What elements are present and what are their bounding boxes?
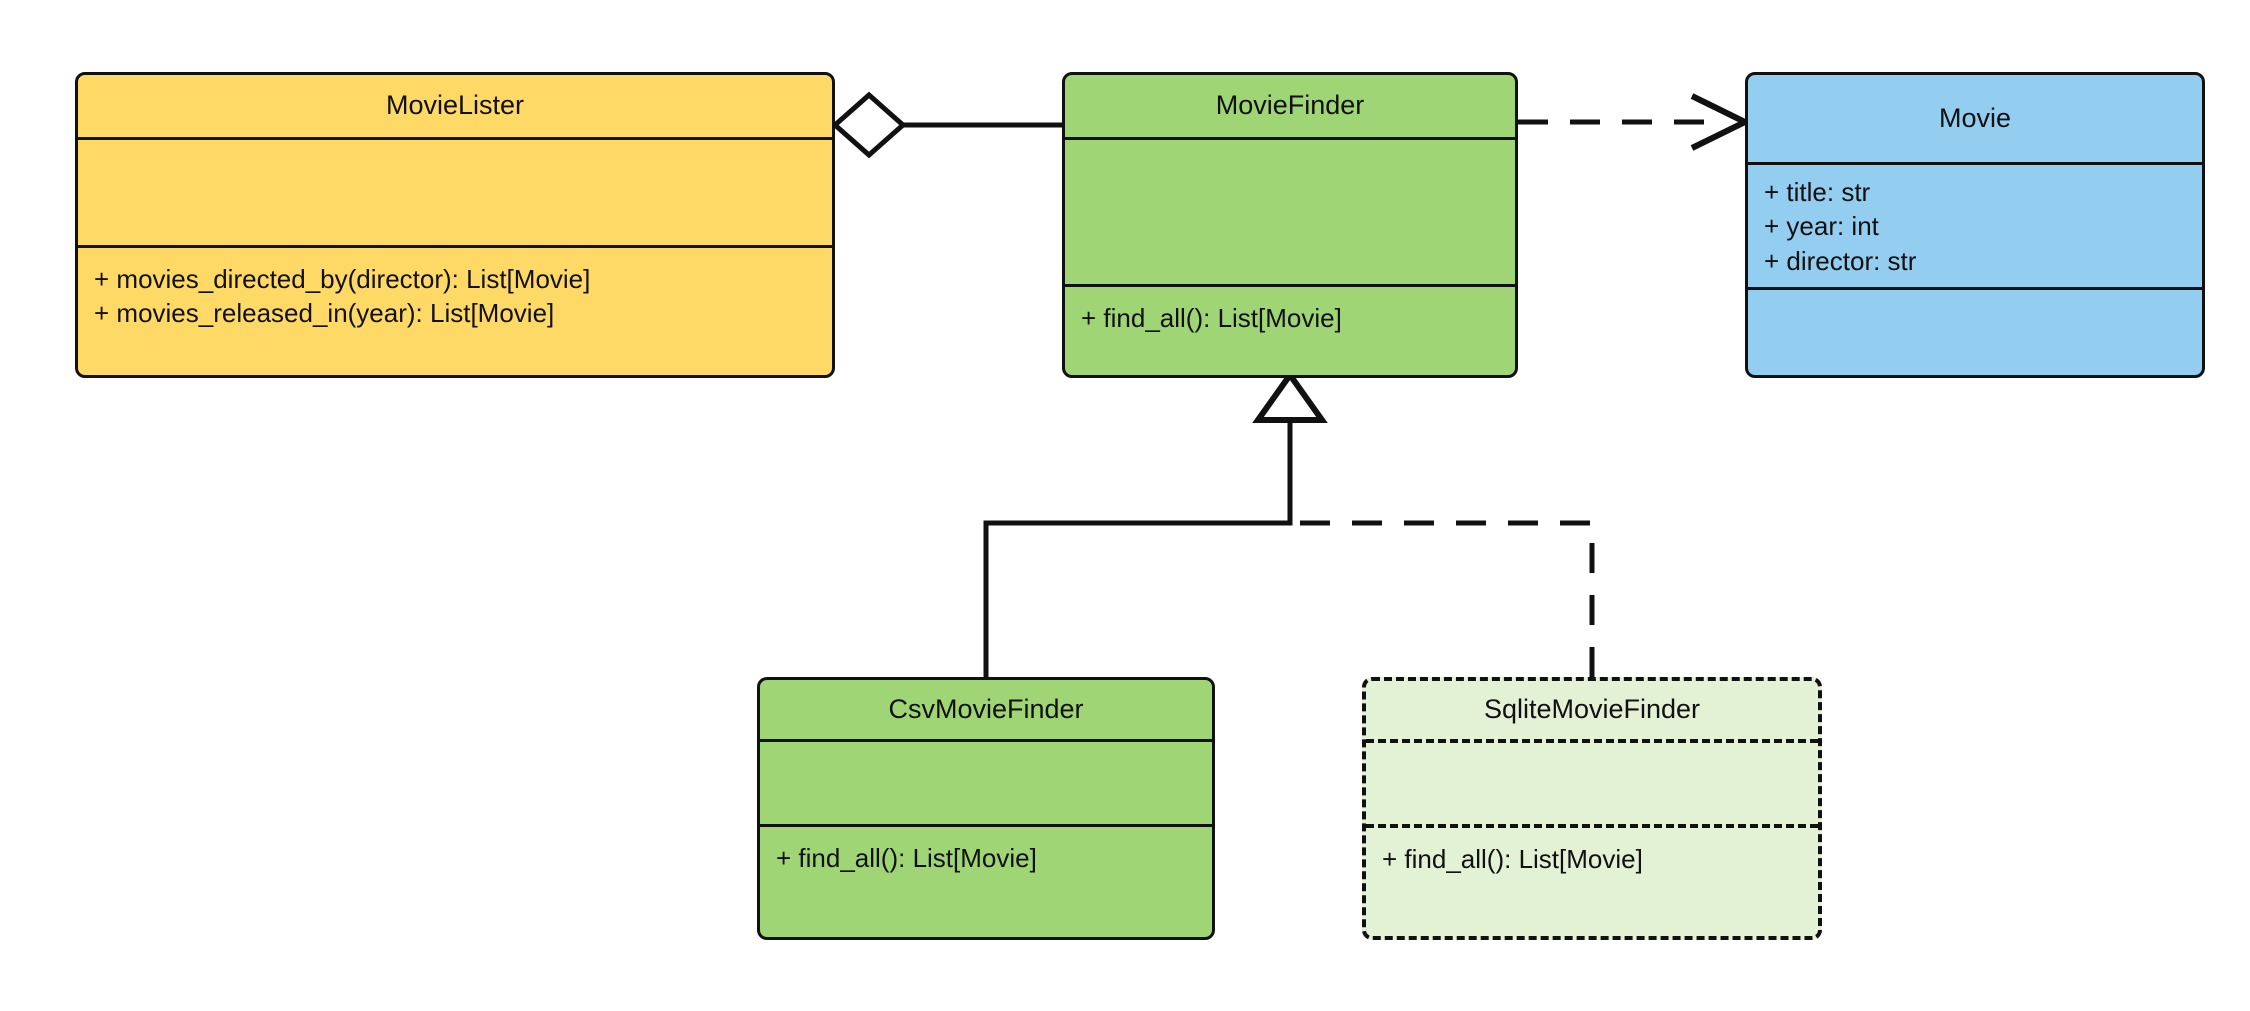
class-title-compartment: Movie [1748,75,2202,165]
class-name-label: SqliteMovieFinder [1483,694,1701,725]
class-title-compartment: MovieFinder [1065,75,1515,140]
class-methods-compartment: + find_all(): List[Movie] [1065,287,1515,375]
uml-class-csvmoviefinder[interactable]: CsvMovieFinder + find_all(): List[Movie] [757,677,1215,940]
relation-dependency-moviefinder-movie [1518,93,1752,151]
class-attribute: + title: str [1764,177,1871,207]
class-methods-compartment: + find_all(): List[Movie] [760,827,1212,937]
relation-inheritance-csvmoviefinder-moviefinder [983,418,1293,677]
relation-inheritance-sqlitemoviefinder-moviefinder [1287,418,1595,677]
class-method: + find_all(): List[Movie] [1382,844,1643,874]
class-title-compartment: SqliteMovieFinder [1366,681,1818,743]
class-attributes-compartment [1065,140,1515,287]
class-methods-compartment: + movies_directed_by(director): List[Mov… [78,248,832,375]
uml-class-sqlitemoviefinder[interactable]: SqliteMovieFinder + find_all(): List[Mov… [1362,677,1822,940]
class-methods-compartment: + find_all(): List[Movie] [1366,828,1818,936]
class-method: + find_all(): List[Movie] [776,843,1037,873]
uml-class-movie[interactable]: Movie + title: str + year: int + directo… [1745,72,2205,378]
class-attributes-compartment [760,742,1212,827]
class-name-label: Movie [1938,102,2012,133]
hollow-triangle-icon [1252,369,1328,423]
class-attribute: + director: str [1764,245,1917,276]
inheritance-line-solid [983,418,1293,677]
class-method: + movies_directed_by(director): List[Mov… [94,264,591,294]
uml-class-moviefinder[interactable]: MovieFinder + find_all(): List[Movie] [1062,72,1518,378]
class-name-label: MovieFinder [1215,90,1365,121]
class-title-compartment: MovieLister [78,75,832,140]
uml-class-movielister[interactable]: MovieLister + movies_directed_by(directo… [75,72,835,378]
class-methods-compartment [1748,290,2202,375]
class-method: + movies_released_in(year): List[Movie] [94,298,555,329]
class-attributes-compartment: + title: str + year: int + director: str [1748,165,2202,290]
class-attribute: + year: int [1764,211,1879,242]
class-title-compartment: CsvMovieFinder [760,680,1212,742]
hollow-diamond-icon [831,91,907,159]
class-method: + find_all(): List[Movie] [1081,303,1342,333]
inheritance-line-dashed [1287,418,1595,677]
class-name-label: CsvMovieFinder [888,693,1084,724]
class-attributes-compartment [78,140,832,248]
relation-aggregation-movielister-moviefinder [831,91,1062,159]
open-arrow-icon [1690,93,1752,151]
class-attributes-compartment [1366,743,1818,828]
class-name-label: MovieLister [385,90,525,121]
